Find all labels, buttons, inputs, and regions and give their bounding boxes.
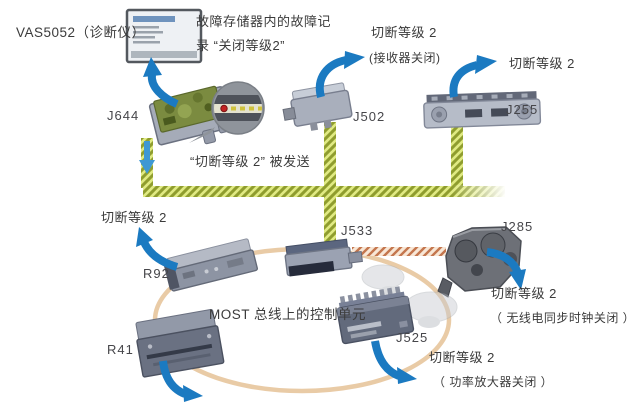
cutoff-note-j285: （ 无线电同步时钟关闭 ） [490,311,636,325]
arrow-j255-cutoff [449,61,479,98]
j533-label: J533 [341,223,374,238]
most-ring-label: MOST 总线上的控制单元 [209,307,367,322]
cutoff-level-j502: 切断等级 2 [371,25,437,40]
vas5052-label: VAS5052（诊断仪） [16,25,146,40]
j285-label: J285 [501,219,534,234]
bus-fade [452,185,507,198]
bus-vertical-j255 [451,120,463,188]
sent-label: “切断等级 2” 被发送 [190,154,311,169]
j525-label: J525 [396,330,429,345]
j533-device [284,238,363,277]
cutoff-note-j502: (接收器关闭) [369,51,441,65]
cutoff-level-j525: 切断等级 2 [429,350,495,365]
cutoff-level-j285: 切断等级 2 [491,286,557,301]
r41-device [135,308,225,378]
j255-device [423,91,542,129]
bus-vertical-j533 [324,195,336,247]
bus-telegram-magnifier [189,81,265,143]
arrow-r92-cutoff [140,240,179,271]
j502-label: J502 [353,109,386,124]
arrows [140,56,522,398]
vas5052-screen [125,8,203,64]
arrow-heads [136,51,526,402]
r92-label: R92 [143,266,170,281]
j255-label: J255 [506,102,539,117]
cutoff-level-j255: 切断等级 2 [509,56,575,71]
mini-arrow-sent [139,141,155,174]
arrow-j644-to-vas [147,73,179,108]
can-line-orange [352,247,446,256]
bus-vertical-j502 [324,122,336,188]
fault-record-line1: 故障存储器内的故障记 [196,14,332,29]
j525-device [336,286,415,345]
r41-label: R41 [107,342,134,357]
j525-speakers [361,264,458,328]
telegram-red-dot [220,104,228,113]
arrow-j285-cutoff [486,248,522,275]
arrow-j502-cutoff [315,56,348,99]
r92-device [163,238,258,292]
arrow-r41-cutoff [159,360,187,398]
j644-label: J644 [107,108,140,123]
arrow-j525-cutoff [371,340,401,380]
bus-horizontal [143,186,505,197]
cutoff-level-r92: 切断等级 2 [101,210,167,225]
cutoff-note-j525: （ 功率放大器关闭 ） [433,375,554,389]
fault-record-line2: 录 “关闭等级2” [196,38,286,53]
